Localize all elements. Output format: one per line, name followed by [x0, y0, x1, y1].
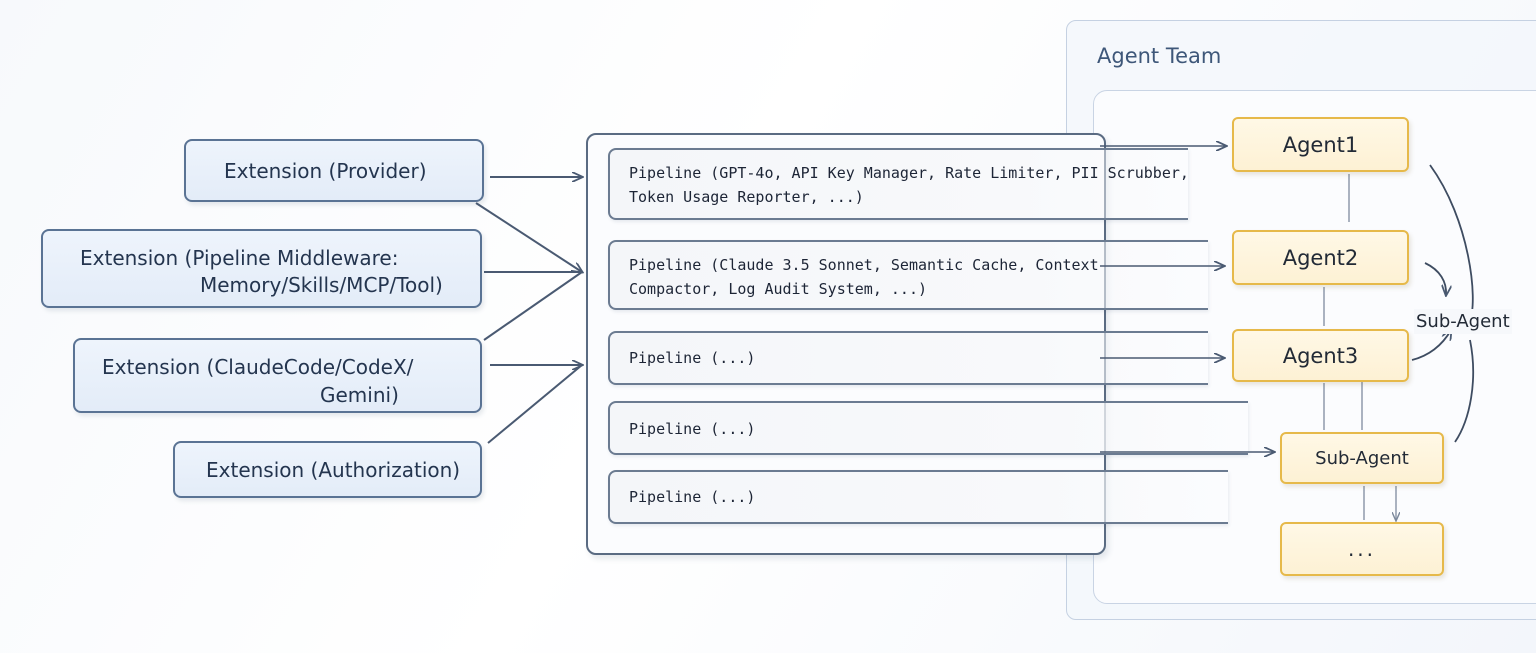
- pipeline-label-line2: Compactor, Log Audit System, ...): [629, 280, 928, 298]
- extension-label: Extension (Pipeline Middleware:: [80, 246, 399, 270]
- extension-label-line2: Memory/Skills/MCP/Tool): [200, 273, 443, 297]
- pipeline-row: Pipeline (...): [608, 470, 1228, 524]
- extension-label: Extension (Provider): [224, 159, 427, 183]
- sub-agent-curve-arrow: [1411, 330, 1451, 361]
- pipeline-label: Pipeline (...): [629, 420, 756, 438]
- pipeline-row: Pipeline (...): [608, 401, 1248, 455]
- extension-authorization-box: Extension (Authorization): [173, 441, 482, 498]
- connector-line: [487, 364, 583, 444]
- extension-label: Extension (ClaudeCode/CodeX/: [102, 355, 414, 379]
- more-agents-box: ...: [1280, 522, 1444, 576]
- agent1-box: Agent1: [1232, 117, 1409, 172]
- pipeline-label: Pipeline (...): [629, 488, 756, 506]
- extension-provider-box: Extension (Provider): [184, 139, 484, 202]
- connector-arrow: [475, 202, 582, 272]
- sub-agent-curve-arrow: [1424, 262, 1446, 295]
- extension-label: Extension (Authorization): [206, 458, 461, 482]
- connector-line: [483, 271, 583, 341]
- sub-agent-bracket-curve: [1454, 339, 1475, 443]
- extension-label-line2: Gemini): [320, 383, 399, 407]
- sub-agent-label: Sub-Agent: [1414, 309, 1512, 334]
- pipeline-row: Pipeline (GPT-4o, API Key Manager, Rate …: [608, 148, 1189, 220]
- sub-agent-box: Sub-Agent: [1280, 432, 1444, 484]
- pipeline-label: Pipeline (GPT-4o, API Key Manager, Rate …: [629, 164, 1189, 182]
- agent2-box: Agent2: [1232, 230, 1409, 285]
- agent-team-title: Agent Team: [1097, 44, 1222, 68]
- pipeline-row: Pipeline (Claude 3.5 Sonnet, Semantic Ca…: [608, 240, 1208, 310]
- pipeline-label: Pipeline (Claude 3.5 Sonnet, Semantic Ca…: [629, 256, 1099, 274]
- sub-agent-bracket-curve: [1429, 164, 1474, 321]
- extension-pipeline-middleware-box: Extension (Pipeline Middleware: Memory/S…: [41, 229, 482, 308]
- pipeline-label-line2: Token Usage Reporter, ...): [629, 188, 864, 206]
- agent3-box: Agent3: [1232, 329, 1409, 382]
- extension-claudecode-box: Extension (ClaudeCode/CodeX/ Gemini): [73, 338, 482, 413]
- pipeline-label: Pipeline (...): [629, 349, 756, 367]
